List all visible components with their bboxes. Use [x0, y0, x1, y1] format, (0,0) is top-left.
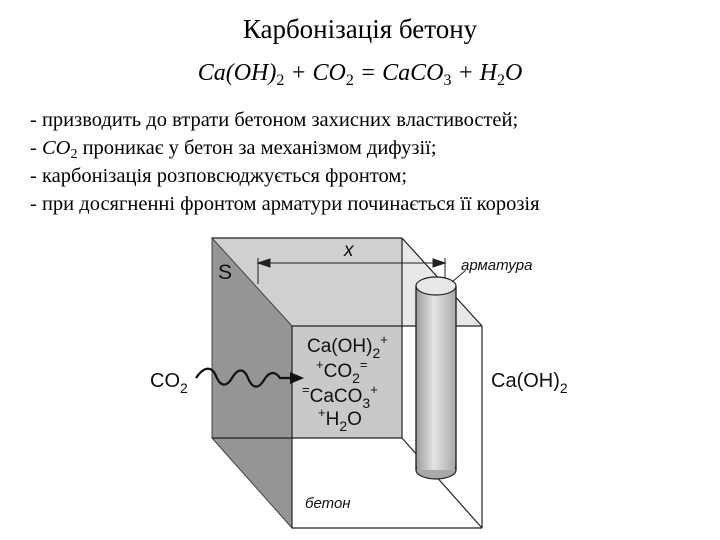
reaction-operator: + [380, 332, 388, 347]
bullet-dash: - [30, 193, 42, 215]
eq-part: Ca(OH) [197, 60, 277, 86]
reaction-line-2: +CO2= [316, 357, 367, 386]
reaction-operator: + [318, 405, 326, 420]
carbonated-zone-top [212, 238, 482, 326]
reaction-equation: Ca(OH)2 + CO2 = CaCO3 + H2O [0, 60, 720, 89]
bullet-dash: - [30, 137, 42, 159]
surface-label: S [218, 261, 232, 284]
eq-part: O [504, 60, 523, 86]
reaction-species: CO [324, 361, 353, 382]
eq-subscript: 3 [443, 72, 452, 89]
rebar-label: арматура [461, 257, 533, 274]
co2-subscript: 2 [180, 380, 188, 396]
eq-part: + H [451, 60, 497, 86]
distance-label: x [343, 240, 355, 261]
concrete-label: бетон [305, 495, 351, 512]
reaction-line-1: Ca(OH)2+ [307, 332, 388, 361]
reaction-species: O [347, 409, 362, 430]
bullet-text: карбонізація розповсюджується фронтом; [41, 165, 408, 187]
reaction-subscript: 2 [372, 345, 380, 361]
eq-subscript: 2 [496, 72, 505, 89]
co2-label: CO2 [150, 370, 188, 396]
hydroxide-main: Ca(OH) [491, 370, 560, 392]
slide-title: Карбонізація бетону [242, 14, 478, 44]
arrow-head [290, 372, 304, 384]
reaction-species: Ca(OH) [307, 336, 372, 357]
bullet-formula: CO [41, 137, 71, 159]
eq-subscript: 2 [276, 72, 285, 89]
bullet-item: - призводить до втрати бетоном захисних … [30, 106, 710, 134]
right-hydroxide-label: Ca(OH)2 [491, 370, 568, 396]
co2-main: CO [150, 370, 180, 392]
hydroxide-subscript: 2 [560, 380, 568, 396]
rebar-leader-line [451, 269, 467, 283]
bullet-text: призводить до втрати бетоном захисних вл… [41, 109, 519, 131]
reaction-species: H [326, 409, 340, 430]
bullet-item: - CO2 проникає у бетон за механізмом диф… [30, 134, 710, 162]
reaction-operator: + [370, 382, 378, 397]
reaction-stack: Ca(OH)2+ +CO2= =CaCO3+ +H2O [302, 332, 388, 434]
rebar-cylinder [415, 276, 457, 480]
reaction-subscript: 2 [352, 370, 360, 386]
reaction-operator: = [360, 357, 368, 372]
reaction-operator: = [302, 382, 310, 397]
reaction-line-3: =CaCO3+ [302, 382, 378, 411]
eq-subscript: 2 [345, 72, 354, 89]
reaction-subscript: 2 [339, 418, 347, 434]
bullet-text: при досягненні фронтом арматури починаєт… [41, 193, 540, 215]
reaction-operator: + [316, 357, 324, 372]
concrete-block-edges [212, 237, 483, 529]
bullet-dash: - [30, 165, 42, 187]
bullet-text: проникає у бетон за механізмом дифузії; [77, 137, 437, 159]
bullet-item: - при досягненні фронтом арматури почина… [30, 190, 710, 218]
eq-part: + CO [284, 60, 346, 86]
bullet-dash: - [30, 109, 42, 131]
eq-part: = CaCO [353, 60, 444, 86]
bullet-list: - призводить до втрати бетоном захисних … [30, 106, 710, 218]
reaction-line-4: +H2O [318, 405, 362, 434]
co2-diffusion-arrow [195, 367, 292, 388]
bullet-item: - карбонізація розповсюджується фронтом; [30, 162, 710, 190]
reaction-species: CaCO [310, 386, 363, 407]
bullet-formula-subscript: 2 [70, 147, 78, 162]
reaction-subscript: 3 [362, 395, 370, 411]
